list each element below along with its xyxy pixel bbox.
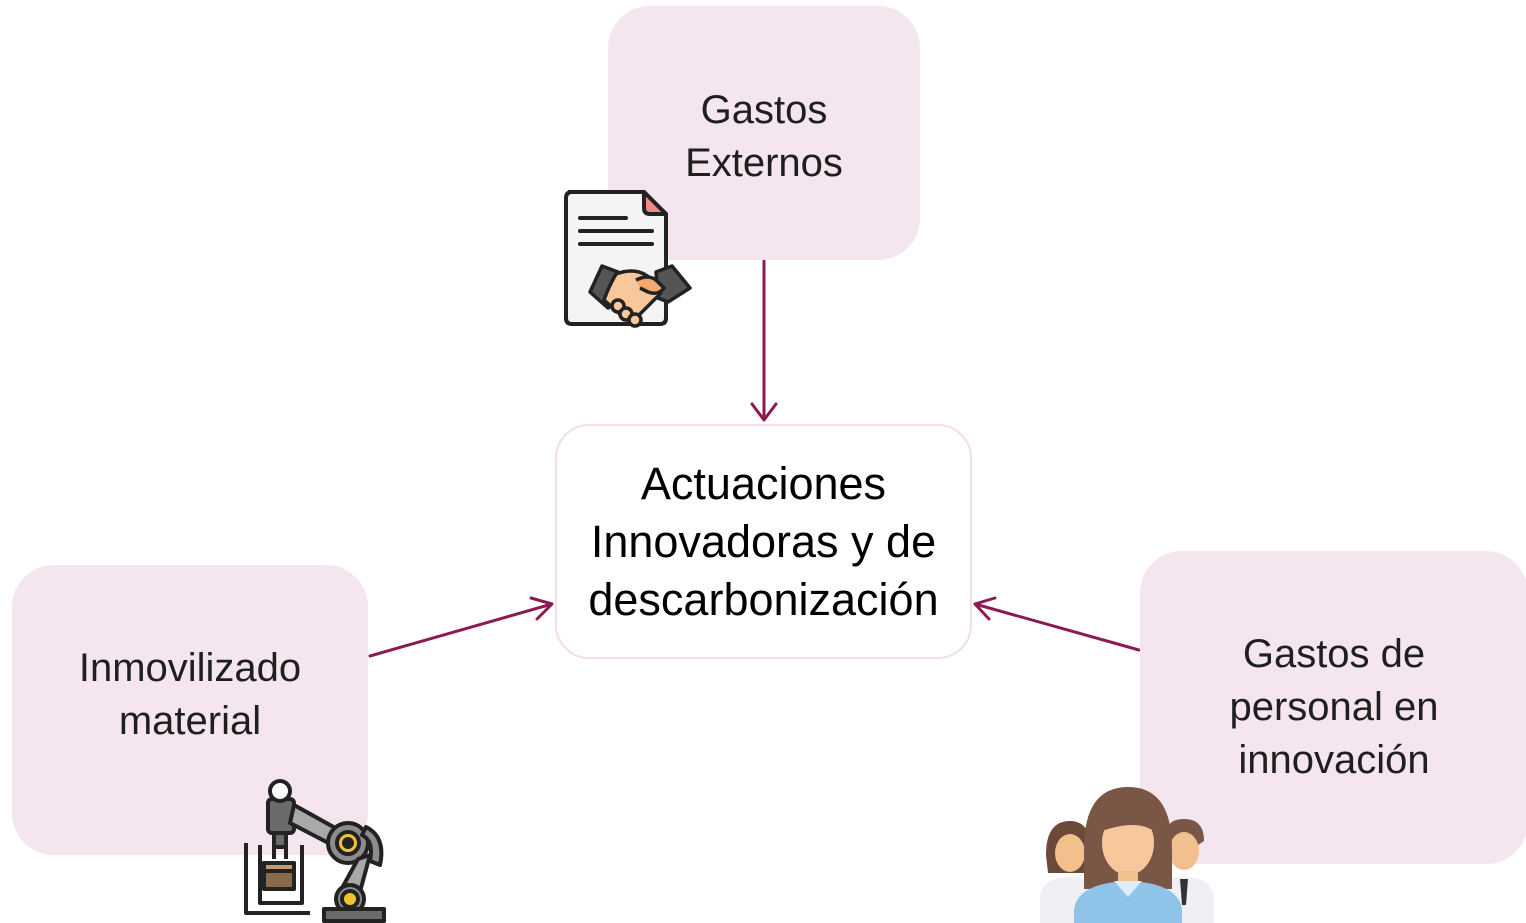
gastos-externos-box: Gastos Externos <box>608 6 920 260</box>
robotic-arm-icon <box>244 779 386 923</box>
gastos-externos-label: Gastos Externos <box>685 88 843 185</box>
arrow-left-to-center <box>368 596 554 658</box>
actuaciones-center-box: Actuaciones Innovadoras y de descarboniz… <box>555 424 972 659</box>
inmovilizado-material-label: Inmovilizado material <box>78 646 302 743</box>
arrow-right-to-center <box>973 596 1141 652</box>
arrow-top-to-center <box>750 259 778 422</box>
contract-handshake-icon <box>564 190 692 328</box>
gastos-personal-label: Gastos de personal en innovación <box>1229 632 1439 782</box>
people-group-icon <box>1040 787 1214 923</box>
actuaciones-center-label: Actuaciones Innovadoras y de descarboniz… <box>588 457 939 625</box>
gastos-personal-box: Gastos de personal en innovación <box>1140 551 1526 864</box>
inmovilizado-material-box: Inmovilizado material <box>12 565 368 855</box>
